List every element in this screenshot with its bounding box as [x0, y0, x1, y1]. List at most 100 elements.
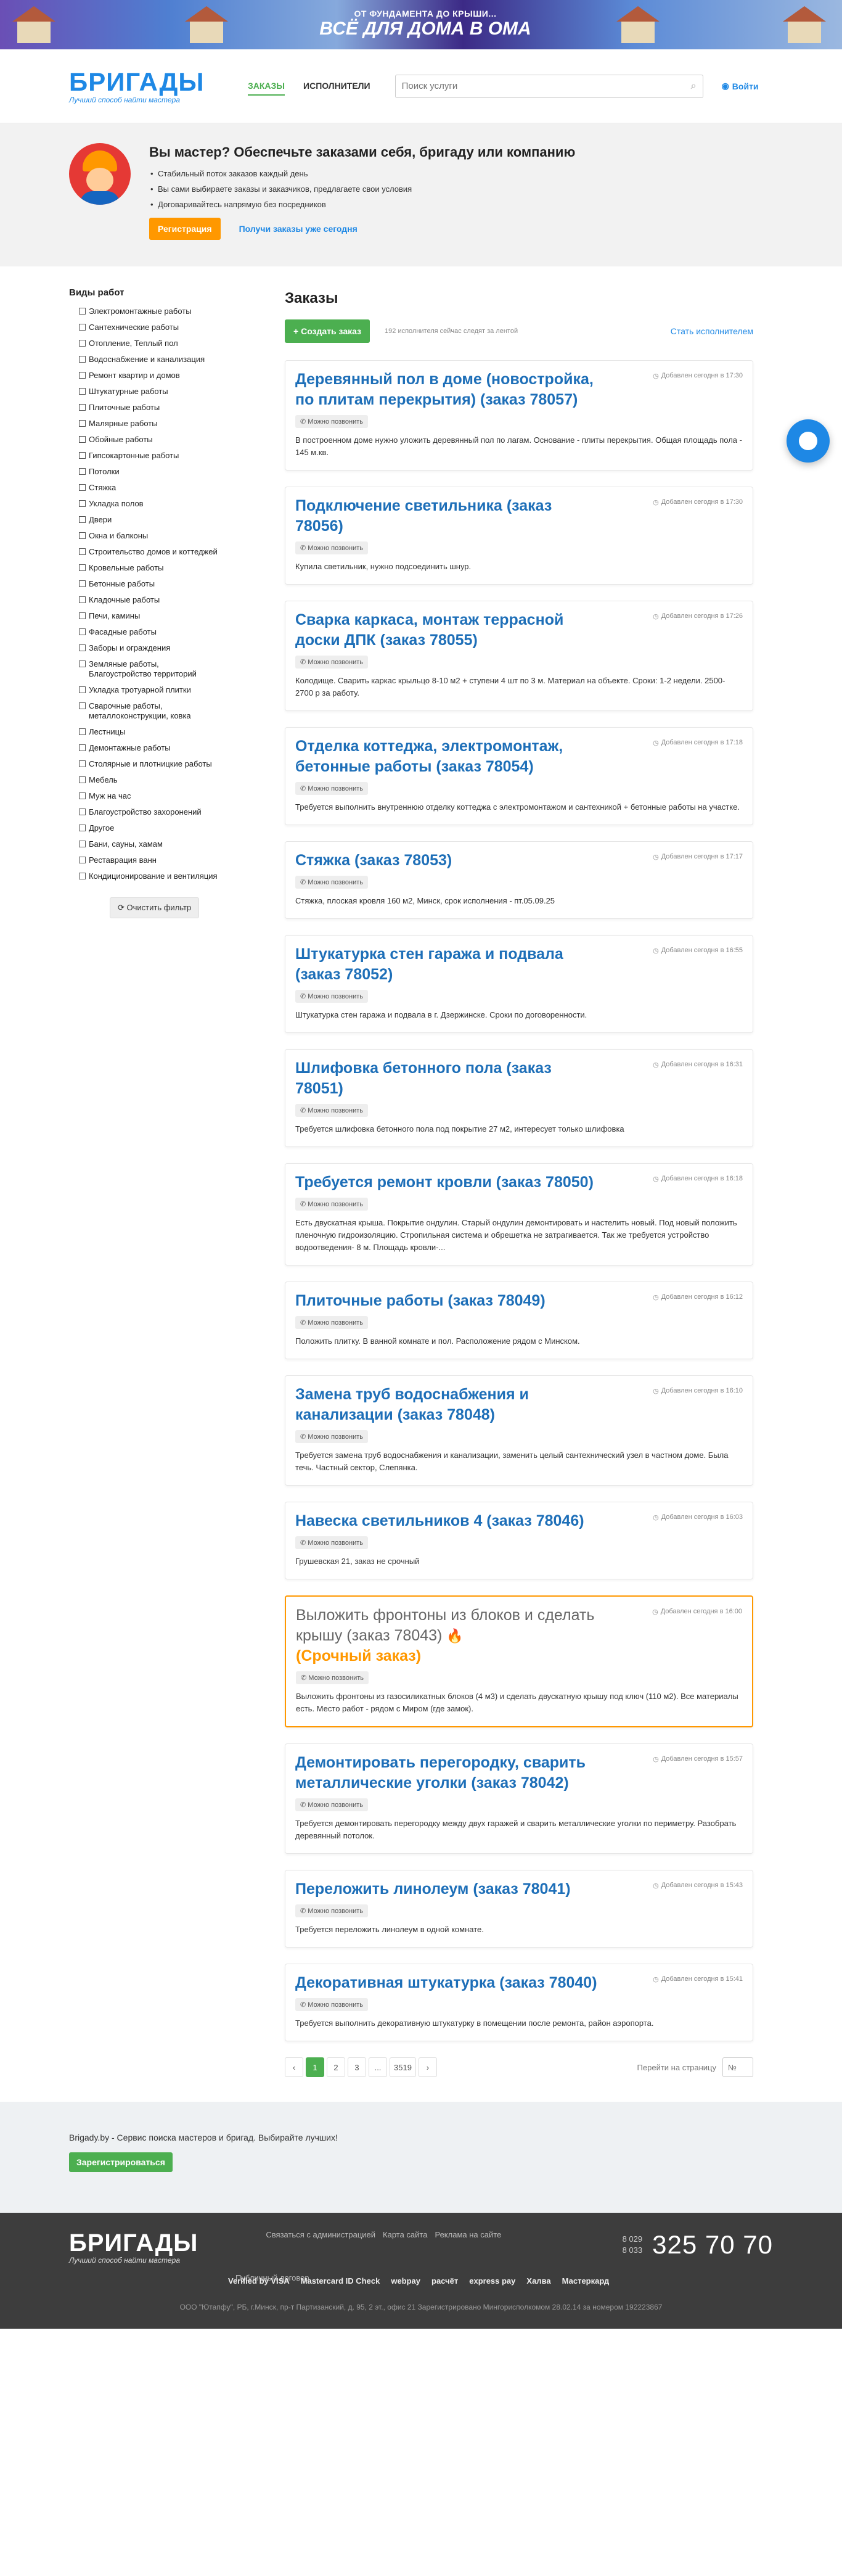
- order-card[interactable]: Подключение светильника (заказ 78056)◷До…: [285, 487, 753, 585]
- checkbox-icon[interactable]: [79, 841, 86, 847]
- order-card[interactable]: Демонтировать перегородку, сварить метал…: [285, 1743, 753, 1854]
- nav-orders[interactable]: ЗАКАЗЫ: [248, 77, 285, 96]
- checkbox-icon[interactable]: [79, 580, 86, 587]
- order-title[interactable]: Стяжка (заказ 78053): [295, 850, 603, 871]
- checkbox-icon[interactable]: [79, 744, 86, 751]
- checkbox-icon[interactable]: [79, 404, 86, 411]
- category-item[interactable]: Малярные работы: [79, 419, 223, 429]
- category-item[interactable]: Отопление, Теплый пол: [79, 339, 223, 348]
- order-title[interactable]: Переложить линолеум (заказ 78041): [295, 1879, 603, 1899]
- goto-page-input[interactable]: [722, 2057, 753, 2077]
- category-item[interactable]: Окна и балконы: [79, 531, 223, 541]
- login-button[interactable]: ◉ Войти: [722, 81, 759, 91]
- category-item[interactable]: Другое: [79, 823, 223, 833]
- category-item[interactable]: Двери: [79, 515, 223, 525]
- become-performer-link[interactable]: Стать исполнителем: [670, 326, 753, 336]
- order-card[interactable]: Декоративная штукатурка (заказ 78040)◷До…: [285, 1964, 753, 2041]
- category-item[interactable]: Строительство домов и коттеджей: [79, 547, 223, 557]
- category-item[interactable]: Заборы и ограждения: [79, 643, 223, 653]
- order-title[interactable]: Декоративная штукатурка (заказ 78040): [295, 1973, 603, 1993]
- checkbox-icon[interactable]: [79, 468, 86, 475]
- category-item[interactable]: Лестницы: [79, 727, 223, 737]
- checkbox-icon[interactable]: [79, 372, 86, 379]
- checkbox-icon[interactable]: [79, 792, 86, 799]
- checkbox-icon[interactable]: [79, 356, 86, 363]
- checkbox-icon[interactable]: [79, 702, 86, 709]
- next-page-button[interactable]: ›: [418, 2057, 437, 2077]
- checkbox-icon[interactable]: [79, 548, 86, 555]
- order-card[interactable]: Сварка каркаса, монтаж террасной доски Д…: [285, 601, 753, 711]
- order-card[interactable]: Шлифовка бетонного пола (заказ 78051)◷До…: [285, 1049, 753, 1147]
- checkbox-icon[interactable]: [79, 484, 86, 491]
- checkbox-icon[interactable]: [79, 500, 86, 507]
- category-item[interactable]: Укладка полов: [79, 499, 223, 509]
- phone-number[interactable]: 325 70 70: [652, 2230, 773, 2259]
- category-item[interactable]: Потолки: [79, 467, 223, 477]
- category-item[interactable]: Мебель: [79, 775, 223, 785]
- order-title[interactable]: Сварка каркаса, монтаж террасной доски Д…: [295, 610, 603, 651]
- order-title[interactable]: Замена труб водоснабжения и канализации …: [295, 1385, 603, 1425]
- checkbox-icon[interactable]: [79, 436, 86, 443]
- category-item[interactable]: Стяжка: [79, 483, 223, 493]
- public-contract-link[interactable]: Публичный договор: [235, 2273, 309, 2282]
- category-item[interactable]: Печи, камины: [79, 611, 223, 621]
- checkbox-icon[interactable]: [79, 532, 86, 539]
- checkbox-icon[interactable]: [79, 825, 86, 831]
- order-card[interactable]: Плиточные работы (заказ 78049)◷Добавлен …: [285, 1282, 753, 1359]
- order-card[interactable]: Стяжка (заказ 78053)◷Добавлен сегодня в …: [285, 841, 753, 919]
- checkbox-icon[interactable]: [79, 388, 86, 395]
- nav-performers[interactable]: ИСПОЛНИТЕЛИ: [303, 80, 370, 91]
- checkbox-icon[interactable]: [79, 324, 86, 331]
- category-item[interactable]: Столярные и плотницкие работы: [79, 759, 223, 769]
- order-card[interactable]: Навеска светильников 4 (заказ 78046)◷Доб…: [285, 1502, 753, 1579]
- get-orders-link[interactable]: Получи заказы уже сегодня: [239, 224, 358, 234]
- checkbox-icon[interactable]: [79, 686, 86, 693]
- category-item[interactable]: Штукатурные работы: [79, 387, 223, 397]
- checkbox-icon[interactable]: [79, 452, 86, 459]
- checkbox-icon[interactable]: [79, 420, 86, 427]
- contact-admin-link[interactable]: Связаться с администрацией: [266, 2230, 376, 2239]
- page-button[interactable]: 3: [348, 2057, 366, 2077]
- checkbox-icon[interactable]: [79, 340, 86, 347]
- category-item[interactable]: Реставрация ванн: [79, 855, 223, 865]
- prev-page-button[interactable]: ‹: [285, 2057, 303, 2077]
- category-item[interactable]: Гипсокартонные работы: [79, 451, 223, 461]
- order-card[interactable]: Отделка коттеджа, электромонтаж, бетонны…: [285, 727, 753, 825]
- category-item[interactable]: Электромонтажные работы: [79, 307, 223, 316]
- checkbox-icon[interactable]: [79, 760, 86, 767]
- order-card[interactable]: Штукатурка стен гаража и подвала (заказ …: [285, 935, 753, 1033]
- category-item[interactable]: Кладочные работы: [79, 595, 223, 605]
- order-card[interactable]: Требуется ремонт кровли (заказ 78050)◷До…: [285, 1163, 753, 1265]
- category-item[interactable]: Демонтажные работы: [79, 743, 223, 753]
- category-item[interactable]: Сантехнические работы: [79, 323, 223, 332]
- checkbox-icon[interactable]: [79, 857, 86, 863]
- order-title[interactable]: Отделка коттеджа, электромонтаж, бетонны…: [295, 736, 603, 777]
- search-input[interactable]: [401, 81, 691, 91]
- checkbox-icon[interactable]: [79, 728, 86, 735]
- category-item[interactable]: Бетонные работы: [79, 579, 223, 589]
- category-item[interactable]: Бани, сауны, хамам: [79, 839, 223, 849]
- order-title[interactable]: Шлифовка бетонного пола (заказ 78051): [295, 1058, 603, 1099]
- category-item[interactable]: Фасадные работы: [79, 627, 223, 637]
- advertising-link[interactable]: Реклама на сайте: [435, 2230, 502, 2239]
- checkbox-icon[interactable]: [79, 564, 86, 571]
- category-item[interactable]: Благоустройство захоронений: [79, 807, 223, 817]
- order-card[interactable]: Деревянный пол в доме (новостройка, по п…: [285, 360, 753, 471]
- category-item[interactable]: Сварочные работы, металлоконструкции, ко…: [79, 701, 223, 721]
- category-item[interactable]: Кровельные работы: [79, 563, 223, 573]
- chat-widget-button[interactable]: [787, 419, 830, 463]
- top-banner[interactable]: ОТ ФУНДАМЕНТА ДО КРЫШИ... ВСЁ ДЛЯ ДОМА В…: [0, 0, 842, 49]
- category-item[interactable]: Ремонт квартир и домов: [79, 371, 223, 381]
- clear-filter-button[interactable]: ⟳ Очистить фильтр: [110, 897, 200, 918]
- checkbox-icon[interactable]: [79, 516, 86, 523]
- checkbox-icon[interactable]: [79, 596, 86, 603]
- order-title[interactable]: Подключение светильника (заказ 78056): [295, 496, 603, 537]
- order-title[interactable]: Навеска светильников 4 (заказ 78046): [295, 1511, 603, 1531]
- checkbox-icon[interactable]: [79, 809, 86, 815]
- order-title[interactable]: Штукатурка стен гаража и подвала (заказ …: [295, 944, 603, 985]
- page-button[interactable]: 3519: [390, 2057, 416, 2077]
- order-card[interactable]: Выложить фронтоны из блоков и сделать кр…: [285, 1595, 753, 1727]
- category-item[interactable]: Обойные работы: [79, 435, 223, 445]
- register-button-footer[interactable]: Зарегистрироваться: [69, 2152, 173, 2172]
- category-item[interactable]: Плиточные работы: [79, 403, 223, 413]
